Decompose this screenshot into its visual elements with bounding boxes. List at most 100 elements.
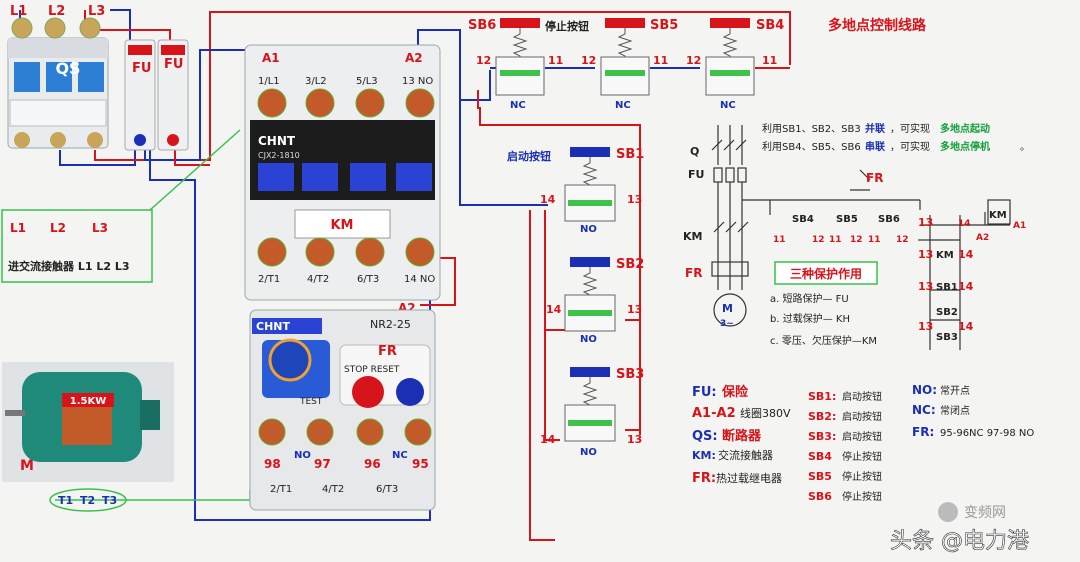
km-bottom-term-2: 4/T2 (307, 274, 329, 285)
sch-14-d: 14 (958, 320, 974, 333)
sb6-state: NC (510, 100, 526, 111)
legend2-k-0: SB1: (808, 390, 836, 403)
coil-a2-label: A2 (405, 51, 423, 65)
fr-no-label: NO (294, 450, 311, 461)
sb1-label: SB1 (616, 147, 644, 162)
sch-13-a: 13 (918, 216, 933, 229)
note-l3: L3 (92, 221, 108, 235)
stop-button-sb6 (495, 18, 545, 96)
motor-t1: T1 (58, 494, 73, 507)
fr-model: NR2-25 (370, 318, 411, 331)
watermark: 变频网 (964, 505, 1006, 521)
legend3-v-1: 常闭点 (940, 404, 970, 417)
legend1-v-2: 断路器 (722, 428, 762, 444)
legend1-k-2: QS: (692, 429, 718, 444)
supply-l1: L1 (10, 4, 27, 19)
legend2-v-1: 启动按钮 (842, 410, 882, 423)
sch-km-contact: KM (936, 250, 954, 261)
input-note-box (1, 209, 153, 283)
sb4-label: SB4 (756, 18, 784, 33)
sch-km: KM (683, 230, 702, 243)
sch-fr: FR (685, 266, 702, 280)
sch-num-4: 12 (850, 235, 863, 245)
sb3-right: 13 (627, 433, 642, 446)
motor-power: 1.5KW (70, 396, 107, 407)
fuse-holders (124, 39, 189, 151)
fr-label: FR (378, 344, 397, 359)
legend1-k-0: FU: (692, 385, 717, 400)
legend3-k-0: NO: (912, 383, 937, 397)
sb4-right: 11 (762, 54, 777, 67)
sch-14-a: 14 (958, 219, 971, 229)
sb4-left: 12 (686, 54, 701, 67)
km-bottom-term-4: 14 NO (404, 274, 435, 285)
sch-num-3: 11 (829, 235, 842, 245)
sch-13-b: 13 (918, 248, 933, 261)
sb6-left: 12 (476, 54, 491, 67)
sb2-left: 14 (546, 303, 562, 316)
legend2-k-4: SB5 (808, 470, 832, 483)
sb4-state: NC (720, 100, 736, 111)
fr-test: TEST (299, 397, 323, 407)
sch-fr-top: FR (866, 171, 883, 185)
protection-title: 三种保护作用 (790, 266, 862, 281)
sb2-state: NO (580, 334, 597, 345)
note2-a: 利用SB4、SB5、SB6 (762, 141, 861, 153)
legend3-k-1: NC: (912, 403, 936, 417)
legend1-k-1: A1-A2 (692, 406, 736, 421)
sb3-left: 14 (540, 433, 556, 446)
km-bottom-term-1: 2/T1 (258, 274, 280, 285)
note-l2: L2 (50, 221, 66, 235)
legend1-v-1: 线圈380V (740, 406, 791, 420)
legend2-v-4: 停止按钮 (842, 470, 882, 483)
sch-sb3: SB3 (936, 332, 958, 343)
legend2-v-3: 停止按钮 (842, 450, 882, 463)
sch-a2: A2 (976, 233, 989, 243)
sb6-label: SB6 (468, 18, 496, 33)
protection-item-b: b. 过载保护— KH (770, 312, 850, 325)
motor-t2: T2 (80, 494, 95, 507)
sb6-caption: 停止按钮 (545, 19, 589, 33)
km-brand: CHNT (258, 134, 296, 148)
sch-num-2: 12 (812, 235, 825, 245)
sch-sb5: SB5 (836, 214, 858, 225)
coil-a1-label: A1 (262, 51, 280, 65)
sb5-right: 11 (653, 54, 668, 67)
sb5-state: NC (615, 100, 631, 111)
note1-d: 多地点起动 (940, 122, 990, 135)
schematic-lines (711, 125, 1011, 350)
sch-fu: FU (688, 168, 704, 181)
contactor-km (244, 44, 441, 301)
km-top-term-1: 1/L1 (258, 76, 280, 87)
sb1-right: 13 (627, 193, 642, 206)
motor-label: M (20, 458, 34, 474)
sch-sb4: SB4 (792, 214, 814, 225)
km-top-term-2: 3/L2 (305, 76, 327, 87)
credit: 头条 @电力港 (890, 529, 1029, 554)
sb3-state: NO (580, 447, 597, 458)
legend2-k-2: SB3: (808, 430, 836, 443)
legend3-v-2: 95-96NC 97-98 NO (940, 428, 1034, 439)
sb5-label: SB5 (650, 18, 678, 33)
sch-sb2: SB2 (936, 307, 958, 318)
breaker-label: QS (55, 59, 80, 78)
fr-term-96: 96 (364, 457, 381, 471)
sch-a1: A1 (1013, 221, 1026, 231)
legend3-v-0: 常开点 (940, 384, 970, 397)
start-button-sb3 (564, 367, 616, 442)
legend2-k-5: SB6 (808, 490, 832, 503)
sb2-right: 13 (627, 303, 642, 316)
legend1-k-3: KM: (692, 449, 716, 462)
fr-term-97: 97 (314, 457, 331, 471)
legend1-v-0: 保险 (721, 384, 749, 400)
fr-term-98: 98 (264, 457, 281, 471)
fr-term-95: 95 (412, 457, 429, 471)
fr-stop-reset: STOP RESET (344, 365, 400, 375)
diagram-title: 多地点控制线路 (828, 17, 927, 34)
stop-button-sb4 (705, 18, 755, 96)
fr-nc-label: NC (392, 450, 408, 461)
sch-13-d: 13 (918, 320, 933, 333)
sb2-label: SB2 (616, 257, 644, 272)
sch-sb1: SB1 (936, 282, 958, 293)
sch-motor-m: M (722, 302, 733, 315)
